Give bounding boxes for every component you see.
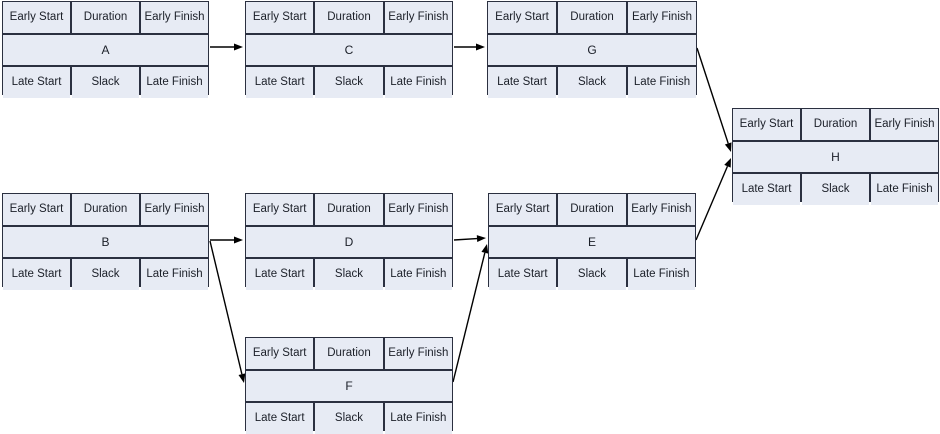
cell-late-finish: Late Finish	[627, 259, 695, 290]
node-label-a: A	[3, 35, 208, 65]
cell-late-finish: Late Finish	[141, 259, 208, 290]
edge-d-to-e	[453, 235, 486, 243]
cell-slack: Slack	[315, 259, 383, 290]
cell-slack: Slack	[558, 67, 626, 98]
node-label-c: C	[246, 35, 452, 65]
edge-e-to-h	[695, 158, 731, 241]
node-label-f: F	[246, 371, 452, 401]
cell-late-finish: Late Finish	[384, 259, 452, 290]
cell-slack: Slack	[72, 259, 139, 290]
cell-slack: Slack	[802, 174, 869, 205]
edge-b-to-d	[210, 236, 243, 244]
edge-c-to-g	[454, 43, 485, 51]
node-label-e: E	[489, 227, 695, 257]
cell-late-start: Late Start	[3, 259, 70, 290]
cell-duration: Duration	[72, 2, 139, 33]
cell-duration: Duration	[558, 194, 626, 225]
cell-duration: Duration	[802, 109, 869, 140]
cell-early-start: Early Start	[246, 338, 314, 369]
cell-early-finish: Early Finish	[384, 2, 452, 33]
cell-late-finish: Late Finish	[141, 67, 208, 98]
cell-late-start: Late Start	[489, 259, 557, 290]
cell-duration: Duration	[315, 338, 383, 369]
node-mid-row-g: G	[488, 35, 696, 65]
cell-late-start: Late Start	[246, 259, 314, 290]
node-label-b: B	[3, 227, 208, 257]
node-label-g: G	[488, 35, 696, 65]
cell-early-finish: Early Finish	[141, 2, 208, 33]
cell-late-finish: Late Finish	[628, 67, 696, 98]
edge-g-to-h	[696, 47, 732, 152]
cell-late-start: Late Start	[733, 174, 800, 205]
node-label-h: H	[733, 142, 938, 172]
cell-duration: Duration	[315, 2, 383, 33]
edge-a-to-c	[210, 43, 243, 51]
cell-late-finish: Late Finish	[384, 403, 452, 434]
cell-late-finish: Late Finish	[871, 174, 938, 205]
node-mid-row-c: C	[246, 35, 452, 65]
edge-f-to-e	[452, 244, 489, 383]
cell-early-start: Early Start	[488, 2, 556, 33]
cell-early-finish: Early Finish	[141, 194, 208, 225]
cell-late-start: Late Start	[246, 403, 314, 434]
cell-late-start: Late Start	[3, 67, 70, 98]
node-mid-row-d: D	[246, 227, 452, 257]
cell-early-start: Early Start	[246, 2, 314, 33]
node-mid-row-a: A	[3, 35, 208, 65]
cell-early-finish: Early Finish	[384, 338, 452, 369]
node-mid-row-b: B	[3, 227, 208, 257]
cell-duration: Duration	[72, 194, 139, 225]
cell-early-start: Early Start	[246, 194, 314, 225]
cell-late-start: Late Start	[246, 67, 314, 98]
cell-early-finish: Early Finish	[628, 2, 696, 33]
cell-slack: Slack	[315, 67, 383, 98]
cell-early-finish: Early Finish	[627, 194, 695, 225]
cell-duration: Duration	[315, 194, 383, 225]
cell-late-finish: Late Finish	[384, 67, 452, 98]
cell-early-finish: Early Finish	[871, 109, 938, 140]
cell-early-start: Early Start	[3, 2, 70, 33]
node-mid-row-e: E	[489, 227, 695, 257]
cell-early-start: Early Start	[3, 194, 70, 225]
node-mid-row-h: H	[733, 142, 938, 172]
cell-early-finish: Early Finish	[384, 194, 452, 225]
cell-late-start: Late Start	[488, 67, 556, 98]
cell-slack: Slack	[72, 67, 139, 98]
cell-slack: Slack	[315, 403, 383, 434]
cell-early-start: Early Start	[489, 194, 557, 225]
cell-slack: Slack	[558, 259, 626, 290]
node-label-d: D	[246, 227, 452, 257]
cell-early-start: Early Start	[733, 109, 800, 140]
cell-duration: Duration	[558, 2, 626, 33]
edge-b-to-f	[209, 240, 246, 383]
node-mid-row-f: F	[246, 371, 452, 401]
